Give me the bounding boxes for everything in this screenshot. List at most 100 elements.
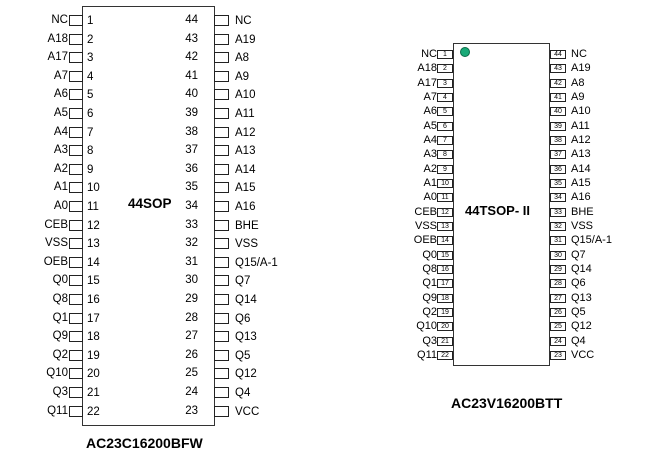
pin-name: A9 — [571, 90, 585, 103]
pin-name: Q8 — [52, 293, 68, 305]
pin-name: NC — [235, 15, 252, 27]
pin-lead — [69, 126, 83, 138]
pin-lead: 40 — [550, 107, 566, 117]
pin-number: 26 — [554, 308, 562, 316]
pin-lead — [69, 70, 83, 82]
pin-lead — [214, 219, 229, 231]
pin-name: A12 — [235, 126, 256, 139]
pin-number: 3 — [443, 79, 447, 87]
pin-lead: 9 — [437, 164, 453, 174]
pin1-marker-icon — [460, 47, 470, 57]
pin-lead — [214, 182, 229, 194]
pin-name: A17 — [417, 76, 437, 89]
pin-name: BHE — [571, 205, 594, 218]
pin-name: A5 — [423, 119, 437, 132]
pin-number: 5 — [87, 89, 94, 102]
pin-name: A17 — [47, 51, 68, 64]
pin-lead — [69, 331, 83, 343]
pin-name: A1 — [53, 181, 68, 194]
pin-number: 25 — [554, 323, 562, 331]
pin-lead — [214, 33, 229, 45]
pin-lead: 14 — [437, 236, 453, 246]
pin-lead: 3 — [437, 78, 453, 88]
pin-name: A13 — [235, 145, 256, 158]
pin-name: VSS — [235, 238, 259, 251]
pin-lead: 26 — [550, 307, 566, 317]
pin-name: A2 — [53, 162, 68, 175]
pin-name: NC — [51, 14, 68, 26]
pin-lead — [69, 387, 83, 398]
pin-lead: 12 — [437, 207, 453, 217]
part-number-label: AC23V16200BTT — [451, 395, 563, 411]
pin-name: A9 — [235, 70, 250, 83]
pin-number: 31 — [554, 237, 562, 245]
pin-number: 36 — [185, 162, 198, 175]
pin-name: A8 — [235, 52, 250, 65]
pin-number: 44 — [554, 51, 562, 58]
pin-name: Q2 — [52, 348, 68, 361]
pin-number: 10 — [441, 179, 449, 187]
pin-lead — [214, 15, 229, 26]
pin-number: 11 — [87, 201, 99, 213]
pin-name: VSS — [44, 237, 68, 250]
pin-name: Q11 — [417, 348, 437, 361]
pin-number: 2 — [87, 33, 94, 46]
pin-number: 12 — [87, 219, 100, 232]
pin-number: 22 — [87, 405, 100, 418]
pin-name: A5 — [53, 107, 68, 119]
pin-name: A14 — [571, 162, 591, 175]
pin-name: A4 — [53, 125, 68, 138]
pin-name: A18 — [417, 62, 437, 75]
pin-number: 18 — [441, 294, 449, 302]
pin-name: A7 — [423, 90, 437, 103]
pin-name: VCC — [571, 348, 595, 361]
pin-number: 8 — [443, 151, 447, 159]
pin-number: 33 — [554, 208, 562, 216]
pin-lead — [69, 275, 83, 287]
pin-lead — [69, 108, 83, 119]
pin-name: Q4 — [571, 334, 586, 347]
pin-number: 23 — [185, 404, 198, 417]
pin-name: CEB — [44, 218, 68, 231]
pin-number: 20 — [87, 368, 100, 381]
pin-number: 34 — [185, 200, 198, 212]
pin-name: A4 — [423, 133, 437, 146]
pin-lead: 15 — [437, 250, 453, 260]
pin-lead — [69, 312, 83, 324]
pin-name: A1 — [423, 176, 437, 189]
pin-name: A15 — [571, 176, 591, 189]
pin-lead — [69, 33, 83, 45]
pin-name: Q10 — [46, 367, 68, 380]
pin-lead — [214, 368, 229, 380]
pin-number: 20 — [441, 323, 449, 331]
pin-name: VCC — [235, 405, 260, 418]
pin-lead: 18 — [437, 293, 453, 303]
pin-lead: 11 — [437, 193, 453, 203]
pin-lead — [214, 275, 229, 287]
pin-name: Q7 — [571, 248, 586, 261]
pin-lead — [69, 182, 83, 194]
pin-number: 13 — [441, 222, 449, 230]
pin-name: NC — [571, 48, 587, 60]
pin-number: 9 — [443, 165, 447, 173]
pin-number: 17 — [87, 312, 100, 325]
pin-name: OEB — [43, 255, 68, 268]
pin-number: 34 — [554, 194, 562, 202]
pin-name: Q15/A-1 — [571, 234, 612, 247]
pin-number: 35 — [554, 179, 562, 187]
pin-number: 6 — [443, 122, 447, 130]
pin-lead — [214, 201, 229, 212]
pin-name: Q14 — [571, 262, 592, 275]
pin-lead — [214, 294, 229, 305]
pin-number: 40 — [185, 88, 198, 101]
pin-number: 29 — [185, 293, 198, 305]
pin-name: Q4 — [235, 387, 251, 399]
pin-lead — [214, 331, 229, 343]
pin-number: 15 — [87, 275, 100, 288]
pin-name: Q5 — [571, 305, 586, 318]
pin-name: A10 — [571, 105, 591, 118]
pin-name: Q0 — [52, 274, 68, 287]
pin-name: A2 — [423, 162, 437, 175]
pin-name: A7 — [53, 69, 68, 82]
pin-lead: 43 — [550, 64, 566, 74]
